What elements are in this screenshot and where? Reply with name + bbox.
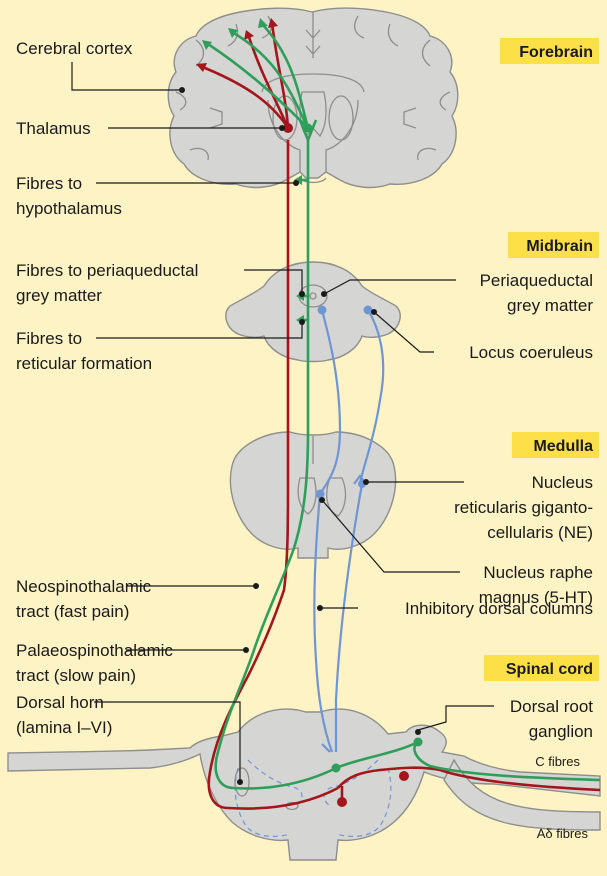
forebrain-section: [168, 8, 458, 187]
label-nrg-1: Nucleus: [532, 473, 593, 492]
label-fibres-reticular-2: reticular formation: [16, 354, 152, 373]
label-pag-1: Periaqueductal: [480, 271, 593, 290]
label-nrg-3: cellularis (NE): [487, 523, 593, 542]
label-fibres-pag-2: grey matter: [16, 286, 102, 305]
label-adelta-fibres: Aδ fibres: [537, 826, 589, 841]
label-palaeospinothalamic-1: Palaeospinothalamic: [16, 641, 173, 660]
label-cerebral-cortex: Cerebral cortex: [16, 39, 133, 58]
label-raphe-1: Nucleus raphe: [483, 563, 593, 582]
label-inhibitory-columns: Inhibitory dorsal columns: [405, 599, 593, 618]
label-dorsal-horn-2: (lamina I–VI): [16, 718, 112, 737]
label-c-fibres: C fibres: [535, 754, 580, 769]
label-drg-2: ganglion: [529, 722, 593, 741]
medulla-section: [230, 432, 395, 558]
label-palaeospinothalamic-2: tract (slow pain): [16, 666, 136, 685]
label-fibres-reticular-1: Fibres to: [16, 329, 82, 348]
label-fibres-pag-1: Fibres to periaqueductal: [16, 261, 198, 280]
label-dorsal-horn-1: Dorsal horn: [16, 693, 104, 712]
label-neospinothalamic-1: Neospinothalamic: [16, 577, 152, 596]
label-nrg-2: reticularis giganto-: [454, 498, 593, 517]
label-thalamus: Thalamus: [16, 119, 91, 138]
section-medulla: Medulla: [533, 438, 593, 455]
label-fibres-hypothalamus-2: hypothalamus: [16, 199, 122, 218]
label-locus-coeruleus: Locus coeruleus: [469, 343, 593, 362]
section-midbrain: Midbrain: [526, 238, 593, 255]
label-neospinothalamic-2: tract (fast pain): [16, 602, 129, 621]
label-drg-1: Dorsal root: [510, 697, 593, 716]
section-forebrain: Forebrain: [519, 44, 593, 61]
label-pag-2: grey matter: [507, 296, 593, 315]
section-spinal-cord: Spinal cord: [506, 661, 593, 678]
label-fibres-hypothalamus-1: Fibres to: [16, 174, 82, 193]
